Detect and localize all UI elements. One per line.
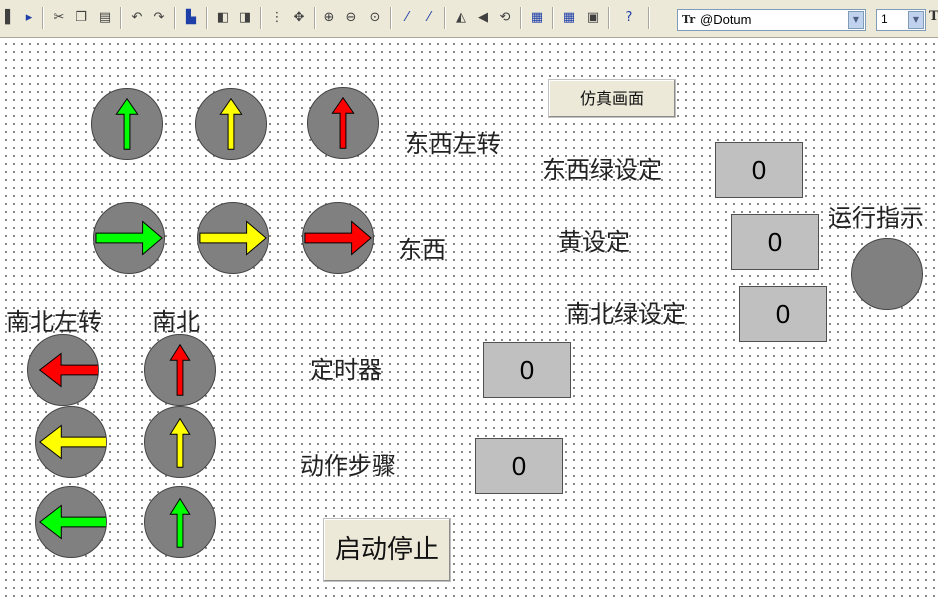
- arrow-up-icon: [115, 97, 139, 150]
- run-indicator-lamp: [851, 238, 923, 310]
- toolbar-separator: [608, 7, 610, 29]
- hmi-canvas: 东西左转 东西 南北左转 南北: [0, 38, 938, 602]
- start-stop-button[interactable]: 启动停止: [323, 518, 451, 582]
- font-size-value: 1: [881, 12, 888, 26]
- ungroup-icon[interactable]: ◨: [238, 10, 252, 25]
- arrow-left-icon: [39, 504, 106, 540]
- ew-left-green-lamp[interactable]: [91, 88, 163, 160]
- doc-icon[interactable]: ▐: [0, 10, 10, 25]
- chevron-down-icon[interactable]: ▼: [908, 11, 924, 29]
- toolbar-separator: [174, 7, 176, 29]
- arrow-up-icon: [169, 417, 191, 468]
- arrow-left-icon: [38, 352, 98, 388]
- truetype-icon: Tr: [682, 13, 696, 26]
- ns-yellow-lamp[interactable]: [144, 406, 216, 478]
- flip-v-icon[interactable]: ◀: [478, 10, 488, 25]
- ew-red-lamp[interactable]: [302, 202, 374, 274]
- image-icon[interactable]: ▣: [586, 10, 600, 25]
- toolbar: ▐ ▸ ✂ ❐ ▤ ↶ ↷ ▙ ◧ ◨ ⋮ ✥ ⊕ ⊖ ⊙ ⁄ ⁄ ◭ ◀ ⟲ …: [0, 0, 938, 38]
- ew-left-yellow-lamp[interactable]: [195, 88, 267, 160]
- toolbar-separator: [390, 7, 392, 29]
- move-icon[interactable]: ✥: [293, 10, 305, 25]
- paste-icon[interactable]: ▤: [98, 10, 112, 25]
- ew-green-set-value[interactable]: 0: [715, 142, 803, 198]
- text-tool-icon[interactable]: T: [929, 9, 938, 24]
- ew-yellow-lamp[interactable]: [197, 202, 269, 274]
- play-icon[interactable]: ▸: [25, 10, 33, 25]
- wand-icon[interactable]: ⁄: [405, 10, 409, 25]
- flip-h-icon[interactable]: ◭: [456, 10, 466, 25]
- font-size-select[interactable]: 1 ▼: [876, 9, 926, 31]
- toolbar-separator: [120, 7, 122, 29]
- arrow-right-icon: [304, 220, 372, 256]
- toolbar-separator: [444, 7, 446, 29]
- arrow-up-icon: [169, 497, 191, 548]
- grid-icon[interactable]: ⋮: [270, 10, 284, 25]
- wand2-icon[interactable]: ⁄: [427, 10, 431, 25]
- arrow-up-icon: [169, 343, 191, 396]
- undo-icon[interactable]: ↶: [131, 10, 143, 25]
- properties-icon[interactable]: ▦: [530, 10, 544, 25]
- copy-icon[interactable]: ❐: [75, 10, 87, 25]
- toolbar-separator: [206, 7, 208, 29]
- ns-left-yellow-lamp[interactable]: [35, 406, 107, 478]
- ns-left-green-lamp[interactable]: [35, 486, 107, 558]
- layout-icon[interactable]: ▦: [562, 10, 576, 25]
- print-icon[interactable]: ▙: [186, 10, 196, 25]
- simulate-button[interactable]: 仿真画面: [548, 79, 676, 118]
- ew-label: 东西: [398, 236, 446, 264]
- timer-label: 定时器: [310, 356, 382, 384]
- chevron-down-icon[interactable]: ▼: [848, 11, 864, 29]
- ns-left-red-lamp[interactable]: [27, 334, 99, 406]
- zoom-out-icon[interactable]: ⊖: [345, 10, 357, 25]
- toolbar-separator: [260, 7, 262, 29]
- timer-value[interactable]: 0: [483, 342, 571, 398]
- ns-green-set-label: 南北绿设定: [566, 300, 686, 328]
- run-indicator-label: 运行指示: [828, 204, 924, 232]
- arrow-up-icon: [331, 96, 355, 149]
- ns-green-lamp[interactable]: [144, 486, 216, 558]
- group-icon[interactable]: ◧: [216, 10, 230, 25]
- arrow-left-icon: [39, 424, 106, 460]
- toolbar-separator: [648, 7, 650, 29]
- rotate-icon[interactable]: ⟲: [499, 10, 511, 25]
- ew-green-lamp[interactable]: [93, 202, 165, 274]
- ns-left-label: 南北左转: [6, 308, 102, 336]
- zoom-in-icon[interactable]: ⊕: [323, 10, 335, 25]
- font-select[interactable]: Tr @Dotum ▼: [677, 9, 866, 31]
- ew-green-set-label: 东西绿设定: [542, 156, 662, 184]
- step-value[interactable]: 0: [475, 438, 563, 494]
- yellow-set-value[interactable]: 0: [731, 214, 819, 270]
- font-select-value: @Dotum: [700, 12, 752, 27]
- ns-red-lamp[interactable]: [144, 334, 216, 406]
- cut-icon[interactable]: ✂: [53, 10, 65, 25]
- zoom-fit-icon[interactable]: ⊙: [369, 10, 381, 25]
- ew-left-red-lamp[interactable]: [307, 87, 379, 159]
- arrow-up-icon: [219, 97, 243, 150]
- toolbar-separator: [520, 7, 522, 29]
- ns-label: 南北: [152, 308, 200, 336]
- toolbar-separator: [42, 7, 44, 29]
- arrow-right-icon: [95, 220, 163, 256]
- step-label: 动作步骤: [300, 452, 396, 480]
- ew-left-label: 东西左转: [405, 130, 501, 158]
- redo-icon[interactable]: ↷: [153, 10, 165, 25]
- arrow-right-icon: [199, 220, 267, 256]
- toolbar-separator: [552, 7, 554, 29]
- ns-green-set-value[interactable]: 0: [739, 286, 827, 342]
- yellow-set-label: 黄设定: [558, 228, 630, 256]
- toolbar-separator: [314, 7, 316, 29]
- help-icon[interactable]: ?: [625, 10, 633, 25]
